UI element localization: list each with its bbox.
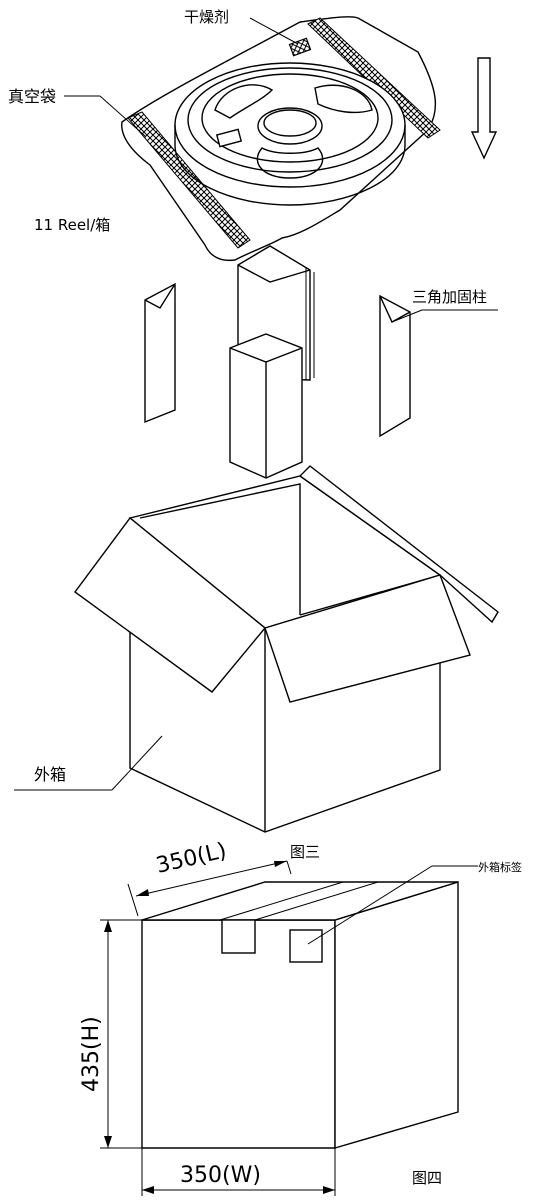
triangle-post-leader: [391, 309, 423, 323]
reel-icon: [174, 62, 406, 206]
desiccant-label: 干燥剂: [184, 8, 229, 26]
figure3-caption: 图三: [290, 843, 320, 861]
vacuum-bag-label: 真空袋: [8, 87, 56, 106]
dimension-length: [127, 860, 292, 917]
box-label-leader: [307, 865, 433, 945]
bag-seal-band-left: [127, 111, 251, 249]
length-label: 350(L): [154, 838, 229, 878]
down-arrow-icon: [470, 57, 498, 160]
reel-count-label: 11 Reel/箱: [34, 216, 110, 234]
outer-box-label-sticker: [289, 929, 323, 963]
outer-box-label-text: 外箱标签: [478, 860, 522, 874]
outer-box-label: 外箱: [34, 765, 66, 784]
open-outer-box: [74, 465, 499, 833]
outer-box-leader: [111, 735, 163, 791]
width-label: 350(W): [180, 1163, 261, 1188]
height-label: 435(H): [79, 1016, 104, 1092]
closed-outer-box: [141, 881, 459, 1149]
vacuum-bag-illustration: [121, 16, 441, 262]
triangle-posts: [144, 245, 411, 479]
vacuum-bag-leader: [99, 95, 146, 137]
dimension-height: [100, 919, 142, 1149]
desiccant-leader: [249, 17, 299, 45]
figure4-caption: 图四: [412, 1169, 442, 1187]
triangle-post-label: 三角加固柱: [412, 288, 487, 306]
dimension-width: [141, 1148, 336, 1196]
